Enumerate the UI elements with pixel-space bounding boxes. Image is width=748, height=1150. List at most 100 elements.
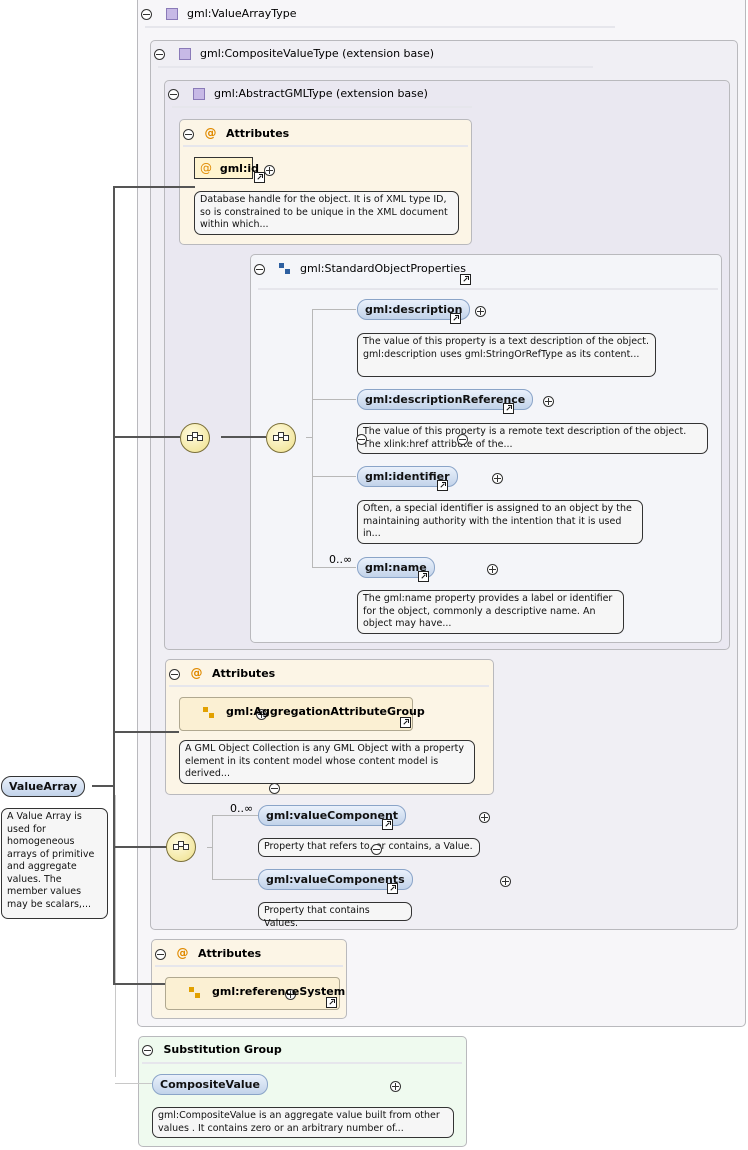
value-array-doc: A Value Array is used for homogeneous ar… <box>1 808 108 919</box>
group-icon <box>278 263 291 275</box>
header-divider <box>145 26 615 28</box>
value-component-cardinality: 0..∞ <box>230 802 254 815</box>
sequence-compositor-icon[interactable] <box>180 423 210 453</box>
attribute-group-icon <box>189 987 201 999</box>
expand-toggle-icon[interactable] <box>543 395 554 407</box>
choice-compositor-icon[interactable] <box>166 832 196 862</box>
reference-link-icon[interactable] <box>387 883 398 894</box>
element-identifier[interactable]: gml:identifier <box>357 466 458 487</box>
attribute-group-icon <box>203 707 215 719</box>
connector-line <box>212 815 258 816</box>
reference-link-icon[interactable] <box>400 717 411 728</box>
reference-link-icon[interactable] <box>460 274 471 285</box>
expand-toggle-icon[interactable] <box>479 811 490 823</box>
reference-link-icon[interactable] <box>254 172 265 183</box>
collapse-toggle-icon[interactable] <box>155 948 166 960</box>
collapse-toggle-icon[interactable] <box>169 668 180 680</box>
name-cardinality: 0..∞ <box>329 553 353 566</box>
connector-line <box>312 309 356 310</box>
complex-type-icon <box>192 88 205 100</box>
collapse-toggle-icon[interactable] <box>141 8 152 20</box>
complex-type-icon <box>165 8 178 20</box>
element-value-component[interactable]: gml:valueComponent <box>258 805 407 826</box>
complex-type-icon <box>178 48 191 60</box>
collapse-toggle-icon[interactable] <box>254 263 265 275</box>
connector-line <box>312 399 356 400</box>
collapse-toggle-icon[interactable] <box>183 128 194 140</box>
abstract-gml-type-header: gml:AbstractGMLType (extension base) <box>168 86 428 102</box>
root-element-value-array[interactable]: ValueArray <box>1 776 86 797</box>
expand-toggle-icon[interactable] <box>389 1080 401 1092</box>
value-array-type-label: gml:ValueArrayType <box>187 7 297 20</box>
sequence-compositor-icon[interactable] <box>266 423 296 453</box>
attributes-label-1: Attributes <box>226 127 290 140</box>
value-components-doc: Property that contains Values. <box>258 902 412 929</box>
element-name[interactable]: gml:name <box>357 557 435 578</box>
reference-link-icon[interactable] <box>437 480 448 491</box>
standard-object-properties-header: gml:StandardObjectProperties <box>254 261 466 277</box>
header-divider <box>172 106 472 108</box>
gml-id-attribute[interactable]: @ gml:id <box>194 157 259 179</box>
expand-toggle-icon[interactable] <box>491 472 503 484</box>
connector-to-sequence <box>113 436 180 438</box>
connector-line <box>312 309 313 567</box>
description-reference-doc: The value of this property is a remote t… <box>357 423 708 454</box>
header-divider <box>155 965 343 967</box>
reference-system-attribute[interactable] <box>165 977 340 1010</box>
aggregation-attribute-group[interactable] <box>179 697 413 731</box>
attribute-at-icon: @ <box>176 946 189 960</box>
header-divider <box>169 685 489 687</box>
expand-toggle-icon[interactable] <box>264 164 275 176</box>
expand-toggle-icon[interactable] <box>499 875 511 887</box>
expand-toggle-icon[interactable] <box>474 305 486 317</box>
connector-to-attribute-group <box>113 731 179 733</box>
expand-toggle-icon[interactable] <box>255 708 267 720</box>
attributes-header-3: @ Attributes <box>155 945 261 961</box>
attributes-label-2: Attributes <box>212 667 276 680</box>
expand-toggle-icon[interactable] <box>487 563 498 575</box>
reference-link-icon[interactable] <box>450 313 461 324</box>
reference-link-icon[interactable] <box>503 403 514 414</box>
connector-line <box>306 437 313 438</box>
collapse-toggle-icon[interactable] <box>154 48 165 60</box>
main-connector-vertical <box>113 186 115 984</box>
header-divider <box>158 66 593 68</box>
connector-line <box>212 879 258 880</box>
connector-to-reference-system <box>113 983 165 985</box>
element-composite-value[interactable]: CompositeValue <box>152 1074 268 1095</box>
reference-link-icon[interactable] <box>382 819 393 830</box>
collapse-toggle-icon[interactable] <box>168 88 179 100</box>
attribute-at-icon: @ <box>190 666 203 680</box>
identifier-doc: Often, a special identifier is assigned … <box>357 500 643 544</box>
element-value-components[interactable]: gml:valueComponents <box>258 869 413 890</box>
reference-link-icon[interactable] <box>418 571 429 582</box>
header-divider <box>258 288 718 290</box>
gml-id-doc: Database handle for the object. It is of… <box>194 191 459 235</box>
reference-link-icon[interactable] <box>326 997 337 1008</box>
collapse-toggle-icon[interactable] <box>356 433 367 445</box>
description-doc: The value of this property is a text des… <box>357 333 656 377</box>
attributes-label-3: Attributes <box>198 947 262 960</box>
composite-value-type-header: gml:CompositeValueType (extension base) <box>154 46 434 62</box>
collapse-toggle-icon[interactable] <box>456 433 468 445</box>
attributes-header-1: @ Attributes <box>183 125 289 141</box>
attribute-at-icon: @ <box>204 126 217 140</box>
standard-object-properties-label: gml:StandardObjectProperties <box>300 262 466 275</box>
connector-line <box>312 476 356 477</box>
expand-toggle-icon[interactable] <box>285 988 296 1000</box>
substitution-connector <box>115 795 116 1077</box>
collapse-toggle-icon[interactable] <box>268 782 280 794</box>
reference-system-label: gml:referenceSystem <box>212 985 346 998</box>
abstract-gml-type-label: gml:AbstractGMLType (extension base) <box>214 87 428 100</box>
substitution-connector <box>115 1083 152 1084</box>
element-description-reference[interactable]: gml:descriptionReference <box>357 389 534 410</box>
attribute-at-icon: @ <box>200 161 212 175</box>
name-doc: The gml:name property provides a label o… <box>357 590 624 634</box>
main-connector <box>92 785 114 787</box>
element-description[interactable]: gml:description <box>357 299 471 320</box>
collapse-toggle-icon[interactable] <box>371 843 382 855</box>
connector-line <box>207 847 213 848</box>
composite-value-doc: gml:CompositeValue is an aggregate value… <box>152 1107 454 1138</box>
connector-to-id <box>113 186 195 188</box>
collapse-toggle-icon[interactable] <box>142 1044 153 1056</box>
